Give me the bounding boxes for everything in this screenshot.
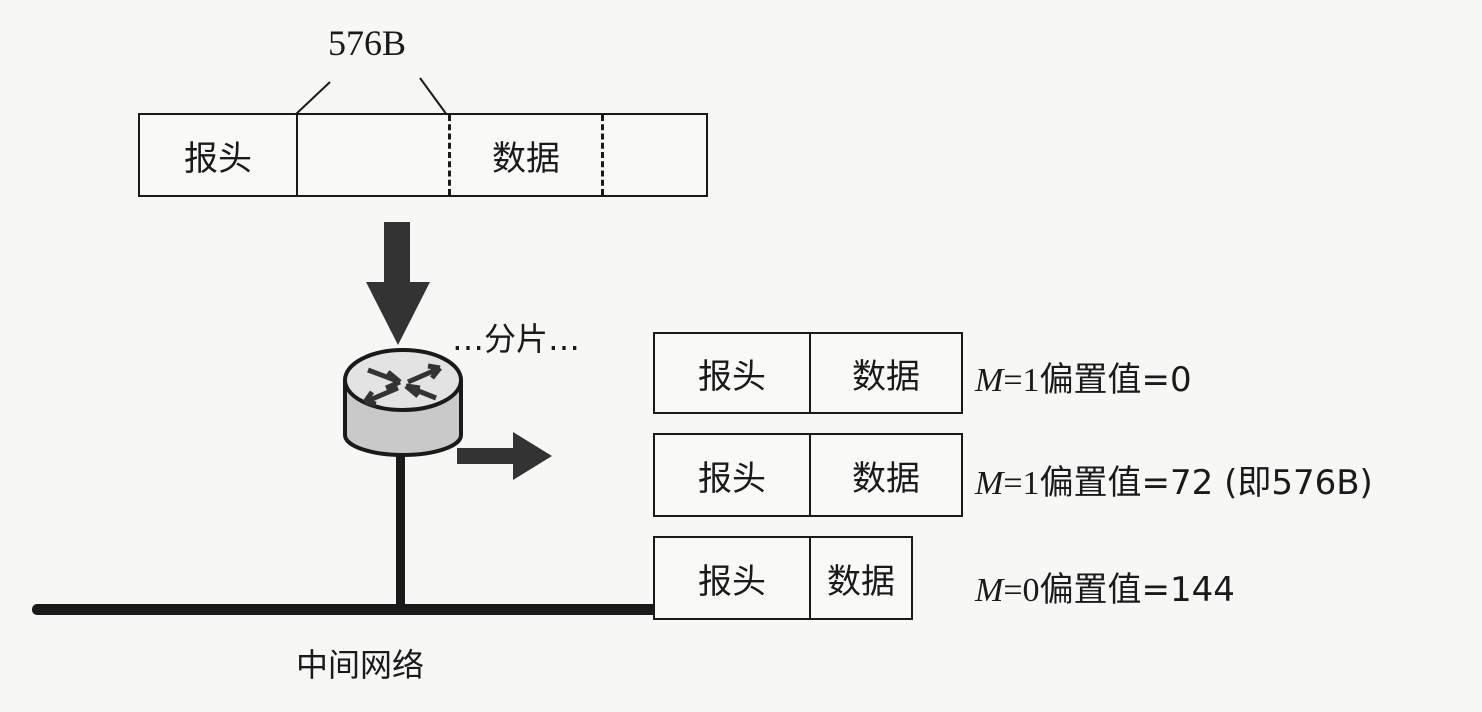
m-flag-value: =1 — [1003, 362, 1040, 399]
m-flag-var: M — [975, 465, 1004, 502]
fragment-data-cell: 数据 — [852, 458, 920, 499]
original-header-cell: 报头 — [140, 115, 298, 195]
fragment-data-cell: 数据 — [827, 561, 895, 602]
dashed-divider-2 — [601, 115, 604, 195]
fragment-2-info: M=1偏置值=72 (即576B) — [975, 455, 1373, 504]
fragment-3-info: M=0偏置值=144 — [975, 562, 1235, 611]
fragment-packet-3: 报头 数据 — [653, 536, 913, 620]
fragment-header-cell: 报头 — [655, 334, 811, 412]
down-arrow-icon — [366, 222, 430, 345]
offset-text: 偏置值=72 (即576B) — [1039, 463, 1373, 503]
size-bracket-right — [419, 77, 448, 116]
m-flag-value: =1 — [1003, 465, 1040, 502]
fragment-header-cell: 报头 — [655, 538, 811, 618]
m-flag-var: M — [975, 572, 1004, 609]
size-bracket-left — [294, 81, 331, 116]
offset-text: 偏置值=144 — [1039, 570, 1235, 610]
fragment-data-cell: 数据 — [852, 356, 920, 397]
size-label: 576B — [328, 23, 407, 63]
router-link-line — [396, 455, 405, 611]
right-arrow-icon — [457, 432, 552, 480]
fragment-header-cell: 报头 — [655, 435, 811, 515]
fragment-1-info: M=1偏置值=0 — [975, 352, 1192, 401]
original-packet: 报头 数据 — [138, 113, 708, 197]
fragment-packet-1: 报头 数据 — [653, 332, 963, 414]
original-data-cell: 数据 — [492, 138, 560, 179]
dashed-divider-1 — [448, 115, 451, 195]
m-flag-value: =0 — [1003, 572, 1040, 609]
network-line — [32, 604, 662, 615]
offset-text: 偏置值=0 — [1039, 360, 1192, 400]
fragment-packet-2: 报头 数据 — [653, 433, 963, 517]
fragment-label: …分片… — [452, 320, 581, 358]
network-label: 中间网络 — [296, 646, 425, 684]
router-icon — [343, 348, 463, 457]
m-flag-var: M — [975, 362, 1004, 399]
